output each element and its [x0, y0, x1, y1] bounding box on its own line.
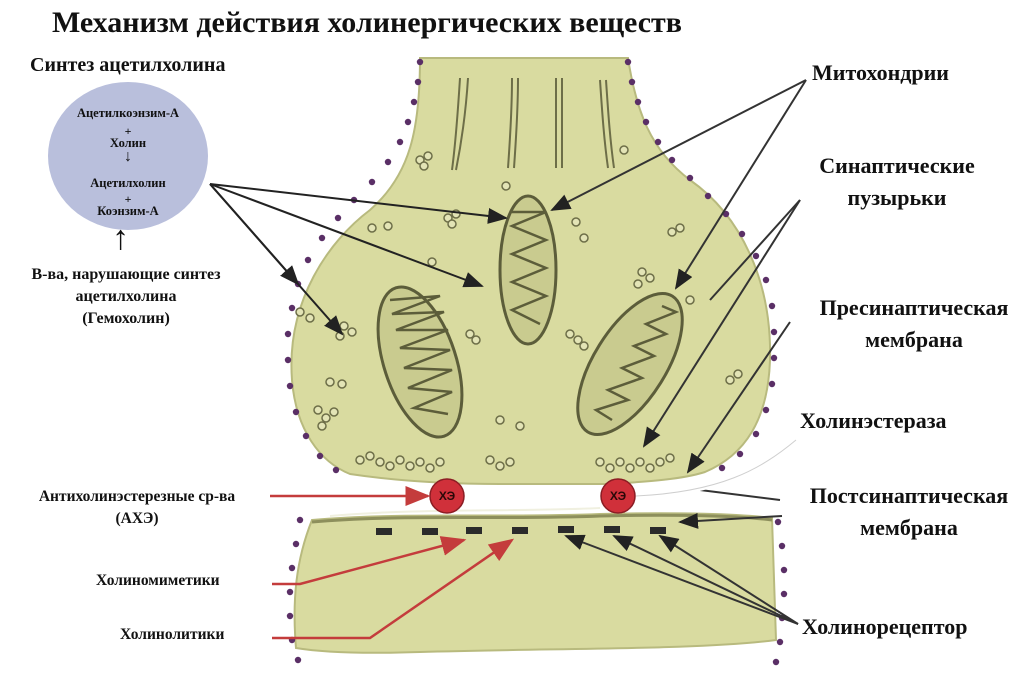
mitochondria-label: Митохондрии — [812, 60, 949, 85]
cholinoreceptor-label: Холинорецептор — [802, 614, 968, 639]
vesicles-label: Синаптические пузырьки — [819, 153, 975, 210]
synthesis-arrows — [209, 183, 508, 336]
synthesis-disruptors-label: В-ва, нарушающие синтез ацетилхолина (Ге… — [31, 266, 221, 327]
plus-sign: + — [124, 124, 132, 138]
synthesis-circle — [48, 82, 208, 230]
red-arrows — [270, 486, 515, 640]
choline-label: Холин — [109, 136, 147, 150]
axon-filaments — [451, 77, 615, 171]
cholinesterase-label: Холинэстераза — [800, 408, 947, 433]
presynaptic-membrane-label: Пресинаптическая мембрана — [819, 295, 1009, 352]
cholinesterase-enzyme — [600, 478, 636, 514]
mitochondrion — [498, 194, 558, 346]
acetylcholine-label: Ацетилхолин — [90, 176, 166, 190]
enzyme-label: ХЭ — [610, 489, 627, 503]
coenzyme-a-label: Коэнзим-А — [97, 204, 159, 218]
down-arrow-icon: ↓ — [124, 148, 132, 165]
cholinolytics-label: Холинолитики — [120, 626, 225, 643]
synthesis-heading: Синтез ацетилхолина — [30, 54, 226, 76]
up-arrow-icon: ↑ — [112, 220, 129, 257]
mitochondrion — [376, 285, 464, 439]
right-pointers — [550, 79, 807, 625]
page-title: Механизм действия холинергических вещест… — [52, 6, 682, 39]
enzyme-label: ХЭ — [439, 489, 456, 503]
postsynaptic-membrane-label: Постсинаптическая мембрана — [809, 483, 1009, 540]
mitochondrion — [576, 292, 684, 436]
cholinomimetics-label: Холиномиметики — [96, 572, 220, 589]
anticholinesterase-label: Антихолинэстерезные ср-ва (АХЭ) — [38, 488, 236, 527]
plus-sign: + — [124, 192, 132, 206]
acetyl-coa-label: Ацетилкоэнзим-А — [76, 106, 180, 120]
cholinoreceptors — [376, 526, 666, 535]
postsynaptic-cell — [293, 512, 778, 654]
synaptic-vesicles — [295, 145, 743, 473]
